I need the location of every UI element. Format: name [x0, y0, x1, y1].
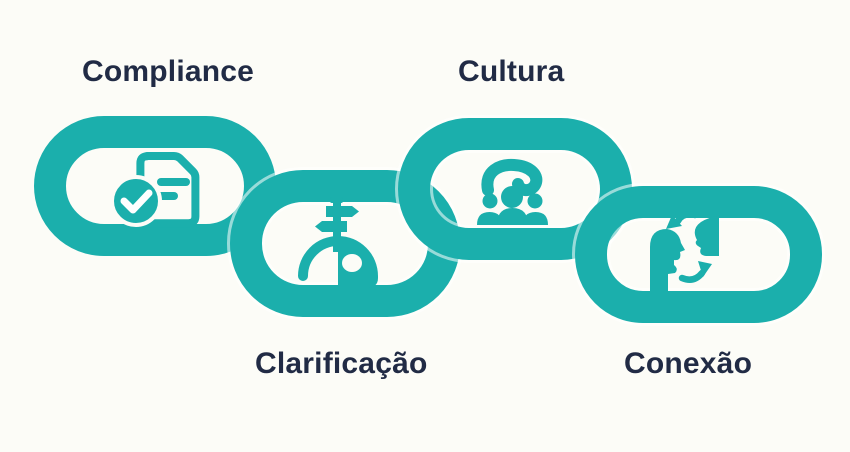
label-clarificacao: Clarificação — [255, 347, 428, 380]
label-conexao: Conexão — [624, 347, 753, 380]
label-cultura: Cultura — [458, 55, 565, 88]
hand-over-people-icon — [477, 158, 548, 225]
document-check-icon — [110, 152, 200, 228]
profiles-exchange-icon — [650, 211, 719, 291]
chain-link-conexao — [572, 183, 825, 326]
signpost-icon — [298, 197, 378, 288]
label-compliance: Compliance — [82, 55, 255, 88]
